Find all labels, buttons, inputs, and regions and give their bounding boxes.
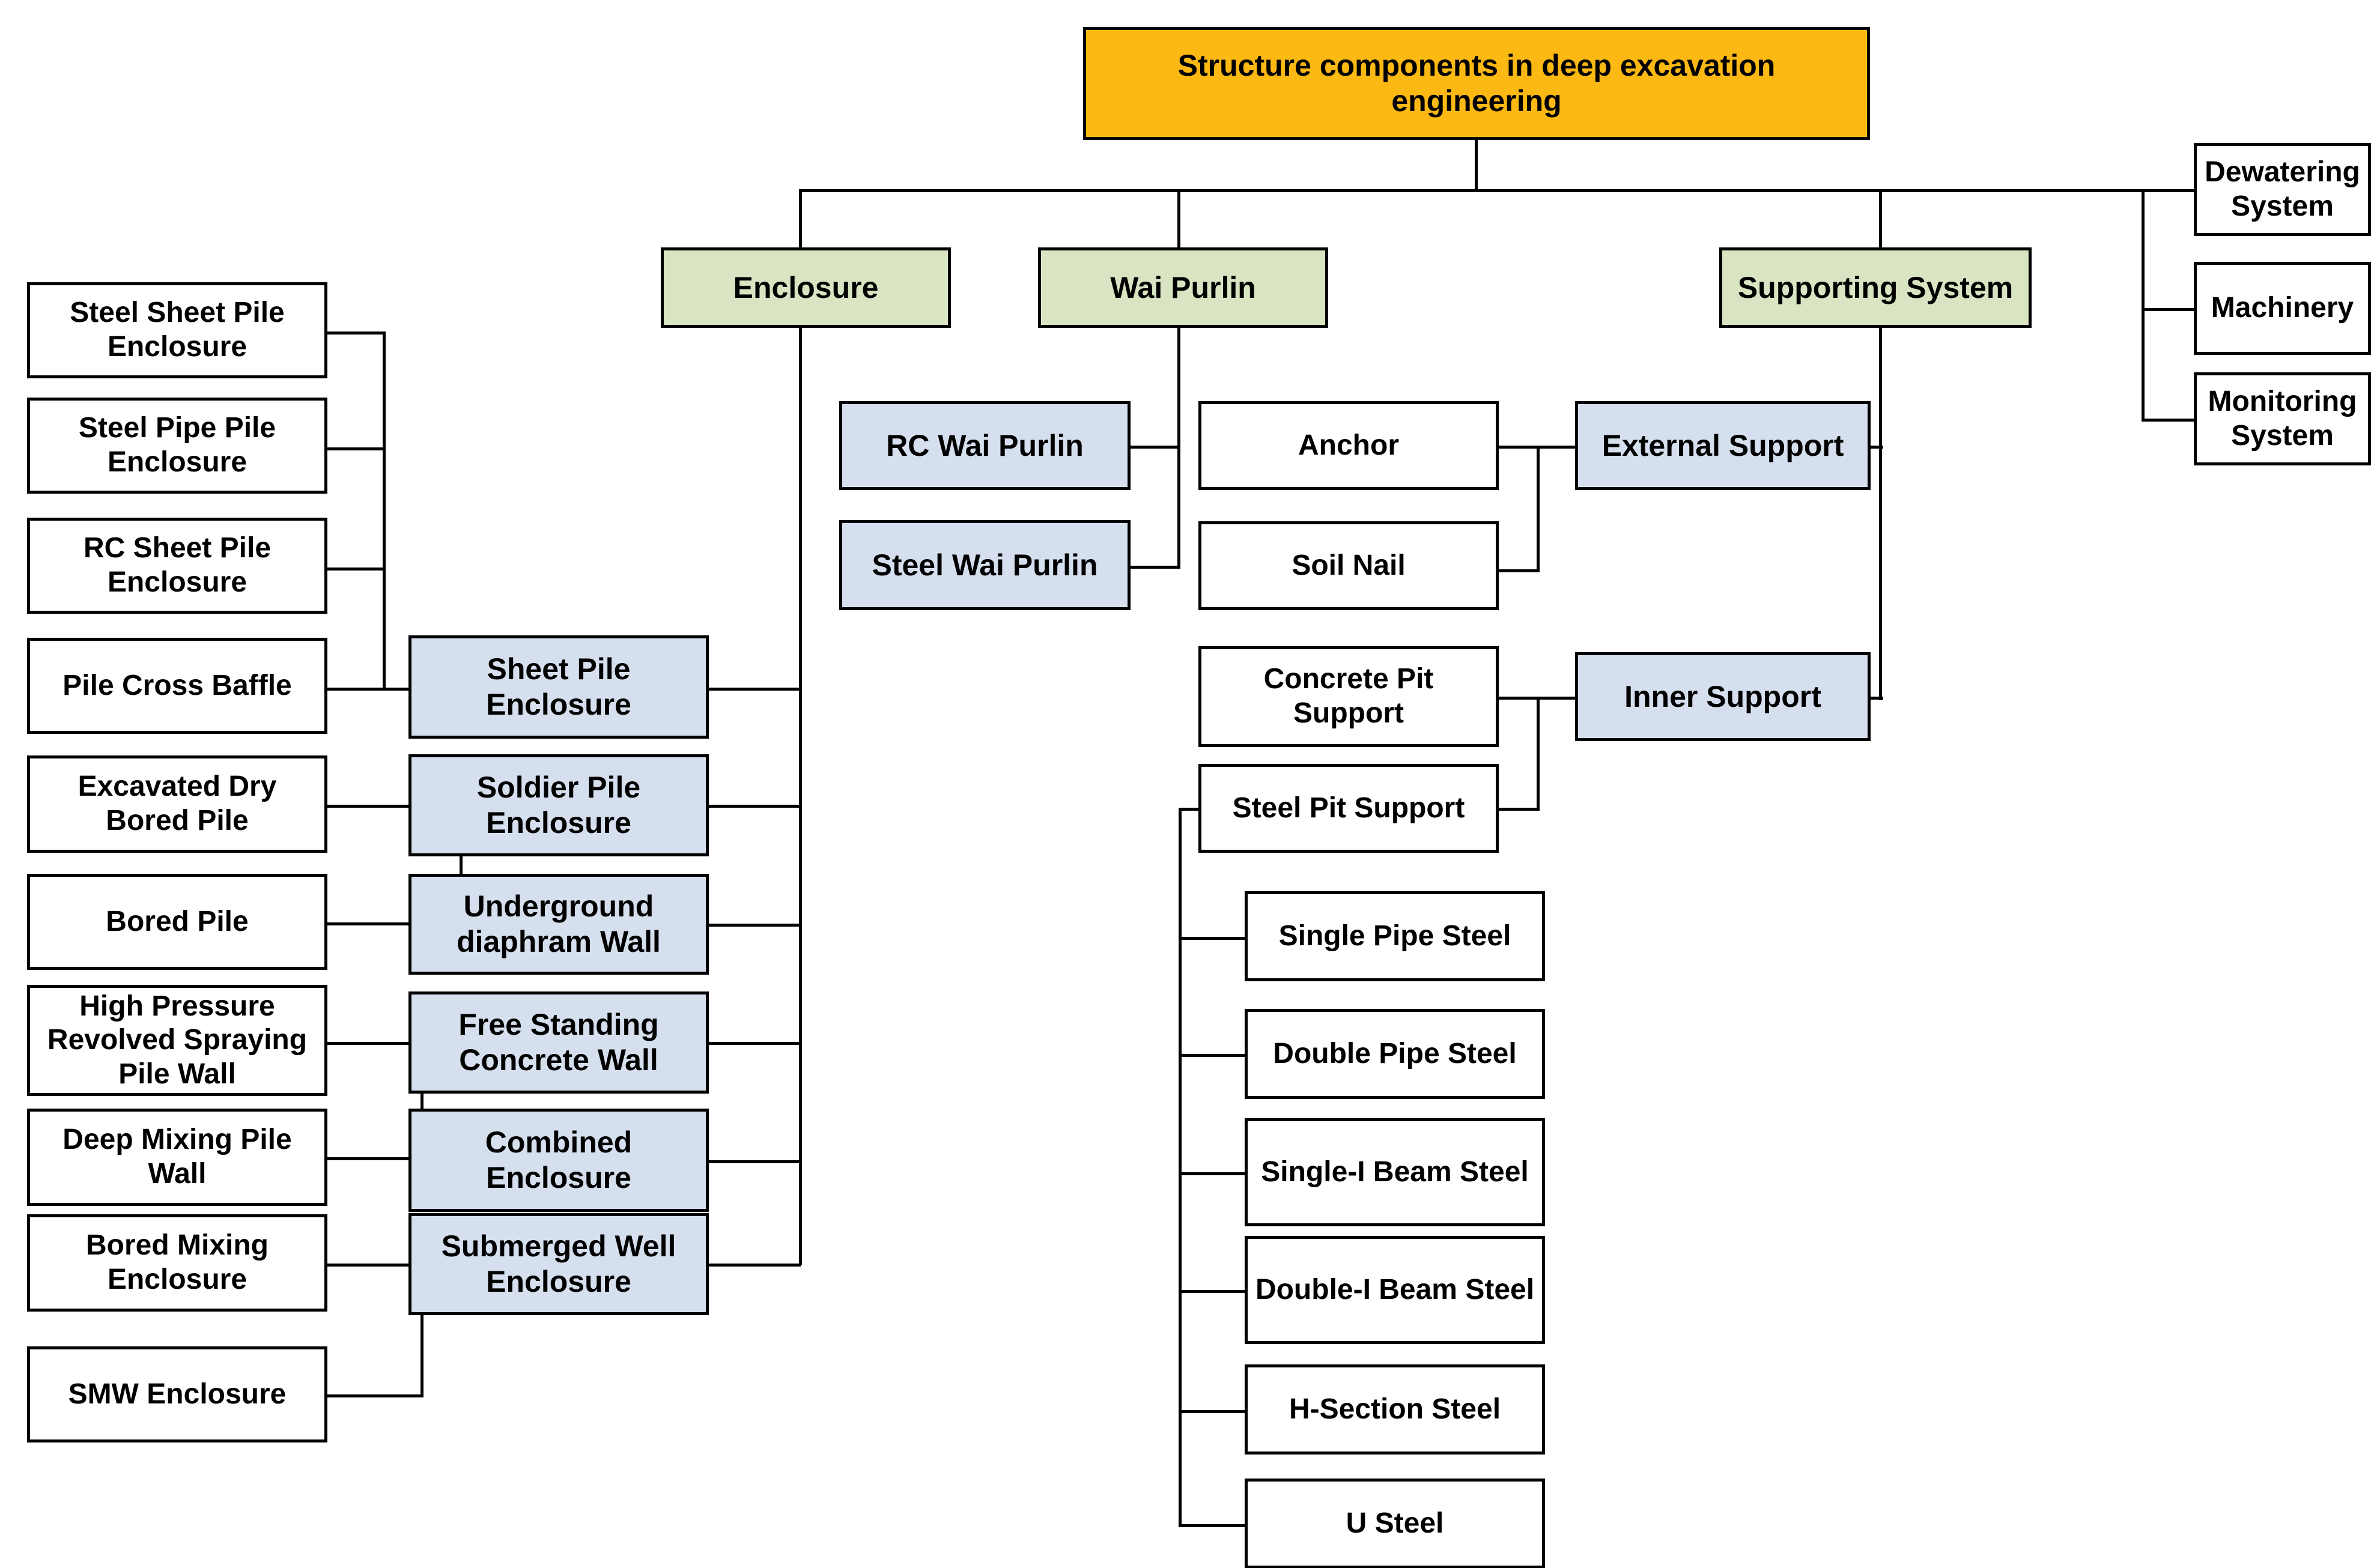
- connector-steel-pit: [1498, 808, 1540, 811]
- connector-enclosure-spine: [799, 328, 802, 1265]
- steel-pit-member-u-steel[interactable]: U Steel: [1245, 1479, 1545, 1568]
- category-enclosure[interactable]: Enclosure: [661, 247, 951, 328]
- inner-member-steel-pit-support[interactable]: Steel Pit Support: [1198, 764, 1499, 853]
- inner-member-concrete-pit-support[interactable]: Concrete Pit Support: [1198, 646, 1499, 747]
- wai-purlin-type-steel[interactable]: Steel Wai Purlin: [839, 520, 1131, 610]
- connector-u-steel: [1179, 1524, 1245, 1527]
- connector-external-rail: [1537, 446, 1540, 572]
- member-pile-cross-baffle[interactable]: Pile Cross Baffle: [27, 638, 327, 734]
- member-steel-sheet-pile-enclosure[interactable]: Steel Sheet Pile Enclosure: [27, 282, 327, 378]
- connector-double-i-beam: [1179, 1290, 1245, 1293]
- connector-steel-pipe-pile: [327, 447, 386, 450]
- connector-inner-rail: [1537, 697, 1540, 811]
- connector-enclosure-to-soldier-pile: [706, 805, 801, 808]
- connector-left-rail-b: [460, 805, 463, 925]
- enclosure-type-free-standing-concrete-wall[interactable]: Free Standing Concrete Wall: [408, 991, 709, 1094]
- connector-bored-mixing: [327, 1264, 408, 1267]
- connector-single-pipe-steel: [1179, 937, 1245, 940]
- connector-rc-wai-purlin: [1129, 446, 1180, 449]
- connector-concrete-pit: [1498, 697, 1576, 700]
- root-node[interactable]: Structure components in deep excavation …: [1083, 27, 1870, 140]
- connector-excavated-dry: [327, 805, 408, 808]
- wai-purlin-type-rc[interactable]: RC Wai Purlin: [839, 401, 1131, 490]
- steel-pit-member-double-i-beam-steel[interactable]: Double-I Beam Steel: [1245, 1236, 1545, 1344]
- connector-steel-pit-rail: [1179, 808, 1182, 1524]
- connector-pile-cross-baffle: [327, 688, 408, 691]
- external-member-anchor[interactable]: Anchor: [1198, 401, 1499, 490]
- steel-pit-member-single-i-beam-steel[interactable]: Single-I Beam Steel: [1245, 1118, 1545, 1226]
- connector-support-to-inner: [1870, 697, 1883, 700]
- connector-rc-sheet-pile: [327, 568, 386, 571]
- member-excavated-dry-bored-pile[interactable]: Excavated Dry Bored Pile: [27, 755, 327, 853]
- leaf-machinery[interactable]: Machinery: [2194, 262, 2371, 355]
- connector-left-rail-c: [420, 1042, 423, 1159]
- connector-enclosure-to-diaphram: [706, 924, 801, 927]
- support-type-external[interactable]: External Support: [1575, 401, 1871, 490]
- connector-steel-pit-stub: [1179, 808, 1200, 811]
- connector-double-pipe-steel: [1179, 1054, 1245, 1057]
- enclosure-type-soldier-pile[interactable]: Soldier Pile Enclosure: [408, 754, 709, 856]
- steel-pit-member-single-pipe-steel[interactable]: Single Pipe Steel: [1245, 891, 1545, 981]
- category-wai-purlin[interactable]: Wai Purlin: [1038, 247, 1328, 328]
- enclosure-type-combined-enclosure[interactable]: Combined Enclosure: [408, 1109, 709, 1212]
- connector-rail-to-machinery: [2142, 308, 2196, 311]
- member-bored-pile[interactable]: Bored Pile: [27, 874, 327, 970]
- category-supporting-system[interactable]: Supporting System: [1719, 247, 2032, 328]
- connector-right-rail: [2142, 189, 2145, 420]
- connector-bus-to-enclosure: [799, 189, 802, 247]
- member-steel-pipe-pile-enclosure[interactable]: Steel Pipe Pile Enclosure: [27, 398, 327, 494]
- leaf-monitoring-system[interactable]: Monitoring System: [2194, 372, 2371, 465]
- connector-enclosure-to-sheet-pile: [706, 688, 801, 691]
- connector-rail-to-dewatering: [2142, 189, 2196, 192]
- enclosure-type-sheet-pile[interactable]: Sheet Pile Enclosure: [408, 635, 709, 739]
- connector-high-pressure: [327, 1042, 408, 1045]
- connector-root-stem: [1475, 140, 1478, 192]
- connector-smw-enclosure: [327, 1394, 423, 1397]
- connector-steel-wai-purlin: [1129, 566, 1180, 569]
- connector-rail-to-monitoring: [2142, 419, 2196, 422]
- external-member-soil-nail[interactable]: Soil Nail: [1198, 521, 1499, 610]
- connector-anchor: [1498, 446, 1576, 449]
- connector-bus-to-supporting-system: [1879, 189, 1882, 247]
- connector-soil-nail: [1498, 569, 1540, 572]
- connector-steel-sheet-pile: [327, 331, 386, 334]
- steel-pit-member-h-section-steel[interactable]: H-Section Steel: [1245, 1364, 1545, 1454]
- support-type-inner[interactable]: Inner Support: [1575, 652, 1871, 741]
- enclosure-type-submerged-well-enclosure[interactable]: Submerged Well Enclosure: [408, 1213, 709, 1315]
- connector-single-i-beam: [1179, 1172, 1245, 1175]
- steel-pit-member-double-pipe-steel[interactable]: Double Pipe Steel: [1245, 1009, 1545, 1099]
- member-smw-enclosure[interactable]: SMW Enclosure: [27, 1346, 327, 1442]
- connector-bus-to-wai-purlin: [1177, 189, 1180, 247]
- member-deep-mixing-pile-wall[interactable]: Deep Mixing Pile Wall: [27, 1109, 327, 1206]
- enclosure-type-underground-diaphram-wall[interactable]: Underground diaphram Wall: [408, 874, 709, 975]
- connector-deep-mixing: [327, 1157, 423, 1160]
- connector-left-rail-a: [383, 331, 386, 689]
- connector-left-rail-d: [420, 1264, 423, 1397]
- leaf-dewatering-system[interactable]: Dewatering System: [2194, 143, 2371, 236]
- connector-enclosure-to-submerged: [706, 1264, 801, 1267]
- member-high-pressure-revolved-spraying-pile-wall[interactable]: High Pressure Revolved Spraying Pile Wal…: [27, 985, 327, 1096]
- member-bored-mixing-enclosure[interactable]: Bored Mixing Enclosure: [27, 1214, 327, 1312]
- connector-bored-pile: [327, 922, 463, 925]
- connector-h-section-steel: [1179, 1410, 1245, 1413]
- connector-supporting-spine: [1879, 328, 1882, 700]
- connector-enclosure-to-free-standing: [706, 1042, 801, 1045]
- connector-enclosure-to-combined: [706, 1160, 801, 1163]
- member-rc-sheet-pile-enclosure[interactable]: RC Sheet Pile Enclosure: [27, 518, 327, 614]
- connector-support-to-external: [1870, 446, 1883, 449]
- connector-main-bus: [799, 189, 2145, 192]
